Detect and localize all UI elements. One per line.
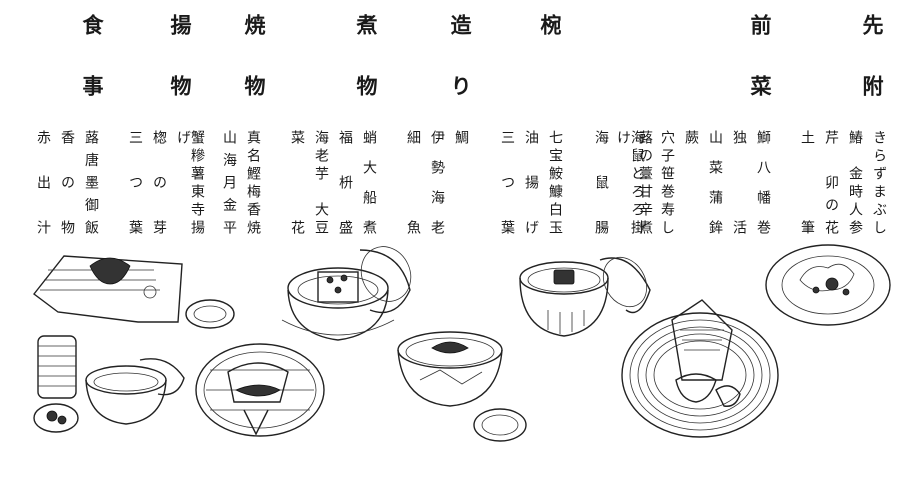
course-item: 穴子笹巻寿し [659,130,675,236]
course-item: 楤の芽 [151,130,167,236]
course-item: 蕨 [683,130,699,146]
lidded-bowl-icon [519,256,651,337]
course-heading: 椀 [538,14,563,75]
course-item: きらずまぶし [871,130,887,236]
course-item: 蕗唐墨御飯 [83,130,99,236]
course-item: 鰆 金時人参 [847,130,863,236]
course-heading: 造り [448,14,473,136]
course-item: 芹 卯の花 [823,130,839,236]
course-item: 山菜蒲鉾 [707,130,723,236]
course-item: 七宝鮟鱇白玉 [547,130,563,236]
lidded-pot-icon [281,246,412,341]
course-item: 福枡盛 [337,130,353,236]
course-item: 蕗の薹甘辛煮 [637,130,653,236]
course-item: 海 鼠 腸 [593,130,609,236]
course-item: 山海月金平 [221,130,237,236]
round-plate-icon [765,244,891,326]
course-item: 油 揚 げ [523,130,539,236]
course-item: 蟹糝薯東寺揚げ [175,130,205,236]
course-item: 独 活 [731,130,747,236]
course-item: 細 魚 [405,130,421,236]
course-heading: 先附 [860,14,885,136]
course-item: 海鼠とろろ掛け [615,130,645,236]
menu-text: 先附 きらずまぶし 鰆 金時人参 芹 卯の花 土 筆 前菜 鰤八幡巻 独 活 山… [35,14,887,236]
course-item: 伊勢海老 [429,130,445,236]
course-heading: 焼物 [242,14,267,136]
course-item: 鰤八幡巻 [755,130,771,236]
course-item: 鯛 [453,130,469,146]
lacquer-tray-icon [621,299,779,438]
course-heading: 煮物 [354,14,379,136]
course-item: 菜 花 [289,130,305,236]
course-item: 蛸大船煮 [361,130,377,236]
course-item: 赤出汁 [35,130,51,236]
rice-set-icon [33,335,185,433]
course-heading: 揚物 [168,14,193,136]
food-illustrations [0,240,900,480]
course-heading: 食事 [80,14,105,136]
course-heading: 前菜 [748,14,773,136]
course-item: 土 筆 [799,130,815,236]
course-item: 三つ葉 [127,130,143,236]
folded-tray-icon [33,255,235,329]
sashimi-bowl-icon [397,331,527,442]
course-item: 海老芋 大豆 [313,130,329,236]
course-item: 真名鰹梅香焼 [245,130,261,236]
basket-icon [195,343,325,437]
course-item: 三 つ 葉 [499,130,515,236]
course-item: 香の物 [59,130,75,236]
